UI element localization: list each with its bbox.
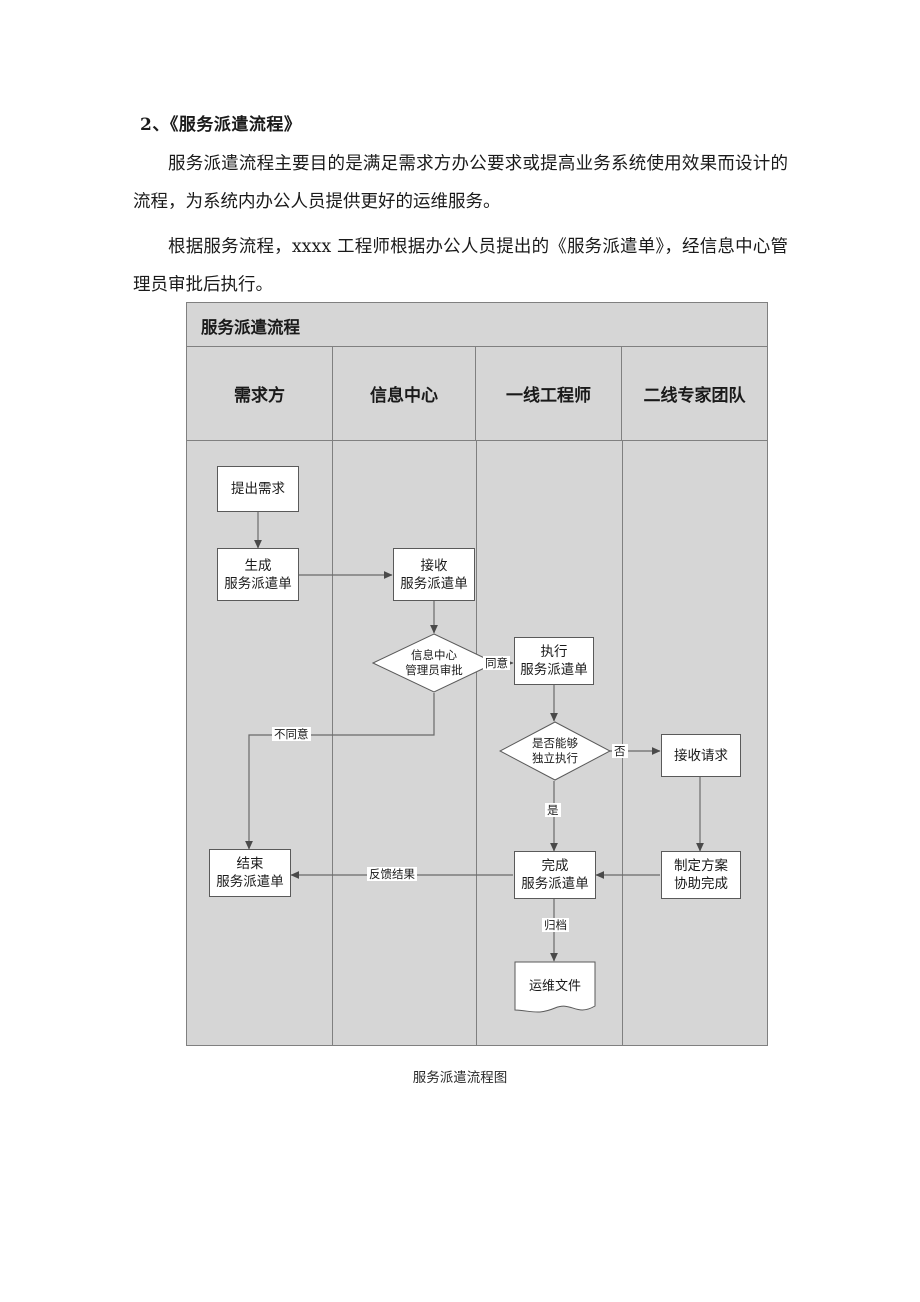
node-receive-request[interactable]: 接收请求	[661, 734, 741, 777]
flowchart-title: 服务派遣流程	[201, 318, 300, 337]
node-complete-order[interactable]: 完成 服务派遣单	[514, 851, 596, 899]
swimlane-label: 一线工程师	[506, 386, 591, 406]
node-generate-order[interactable]: 生成 服务派遣单	[217, 548, 299, 601]
swimlane-label: 信息中心	[370, 386, 438, 406]
swimlane-divider-3	[622, 441, 623, 1045]
node-receive-order[interactable]: 接收 服务派遣单	[393, 548, 475, 601]
node-line-1: 运维文件	[528, 979, 581, 994]
node-line-2: 服务派遣单	[224, 575, 292, 592]
swimlane-label: 二线专家团队	[643, 386, 746, 406]
node-ops-document[interactable]: 运维文件	[514, 961, 596, 1019]
node-line-1: 接收	[420, 557, 448, 574]
node-label: 运维文件	[514, 961, 596, 1019]
diamond-shape	[372, 633, 496, 693]
node-line-1: 生成	[244, 557, 272, 574]
diamond-shape	[499, 721, 611, 781]
swimlane-header-demander: 需求方	[187, 347, 332, 440]
node-line-1: 是否能够	[532, 736, 578, 750]
node-line-1: 提出需求	[231, 481, 285, 497]
node-line-1: 执行	[540, 644, 568, 660]
node-line-2: 服务派遣单	[400, 575, 468, 592]
swimlane-header-second-line-expert: 二线专家团队	[621, 347, 767, 440]
node-label: 是否能够 独立执行	[499, 721, 611, 781]
node-line-1: 信息中心	[411, 648, 457, 662]
node-line-2: 服务派遣单	[521, 876, 589, 892]
node-can-execute-alone[interactable]: 是否能够 独立执行	[499, 721, 611, 781]
swimlane-header-row: 需求方 信息中心 一线工程师 二线专家团队	[187, 347, 767, 441]
edge-label-archive: 归档	[542, 918, 569, 932]
document-shape	[514, 961, 596, 1013]
flowchart-title-bar: 服务派遣流程	[187, 303, 767, 347]
swimlane-label: 需求方	[234, 386, 285, 406]
swimlane-divider-1	[332, 441, 333, 1045]
flowchart-container: 服务派遣流程 需求方 信息中心 一线工程师 二线专家团队	[186, 302, 768, 1046]
node-line-1: 完成	[541, 858, 569, 874]
node-line-2: 服务派遣单	[216, 874, 284, 890]
figure-caption: 服务派遣流程图	[412, 1070, 508, 1086]
paragraph-procedure: 根据服务流程，xxxx 工程师根据办公人员提出的《服务派遣单》，经信息中心管理员…	[133, 237, 788, 295]
node-label: 信息中心 管理员审批	[372, 633, 496, 693]
node-line-2: 服务派遣单	[520, 662, 588, 678]
edge-label-agree: 同意	[483, 656, 510, 670]
node-execute-order[interactable]: 执行 服务派遣单	[514, 637, 594, 685]
node-line-1: 制定方案	[674, 858, 728, 874]
node-line-1: 接收请求	[674, 747, 728, 764]
edge-label-yes: 是	[545, 803, 561, 817]
swimlane-header-info-center: 信息中心	[332, 347, 475, 440]
node-line-2: 协助完成	[674, 876, 728, 892]
section-heading: 2、《服务派遣流程》	[140, 115, 302, 135]
edge-label-feedback-result: 反馈结果	[367, 867, 417, 881]
paragraph-purpose: 服务派遣流程主要目的是满足需求方办公要求或提高业务系统使用效果而设计的流程，为系…	[133, 154, 788, 212]
node-line-2: 管理员审批	[405, 663, 463, 677]
edge-label-disagree: 不同意	[272, 727, 311, 741]
node-make-plan-assist[interactable]: 制定方案 协助完成	[661, 851, 741, 899]
node-submit-request[interactable]: 提出需求	[217, 466, 299, 512]
node-line-2: 独立执行	[532, 751, 578, 765]
swimlane-divider-2	[476, 441, 477, 1045]
node-end-order[interactable]: 结束 服务派遣单	[209, 849, 291, 897]
node-line-1: 结束	[236, 856, 264, 872]
node-admin-approval[interactable]: 信息中心 管理员审批	[372, 633, 496, 693]
edge-label-no: 否	[612, 744, 628, 758]
swimlane-header-first-line-engineer: 一线工程师	[475, 347, 621, 440]
